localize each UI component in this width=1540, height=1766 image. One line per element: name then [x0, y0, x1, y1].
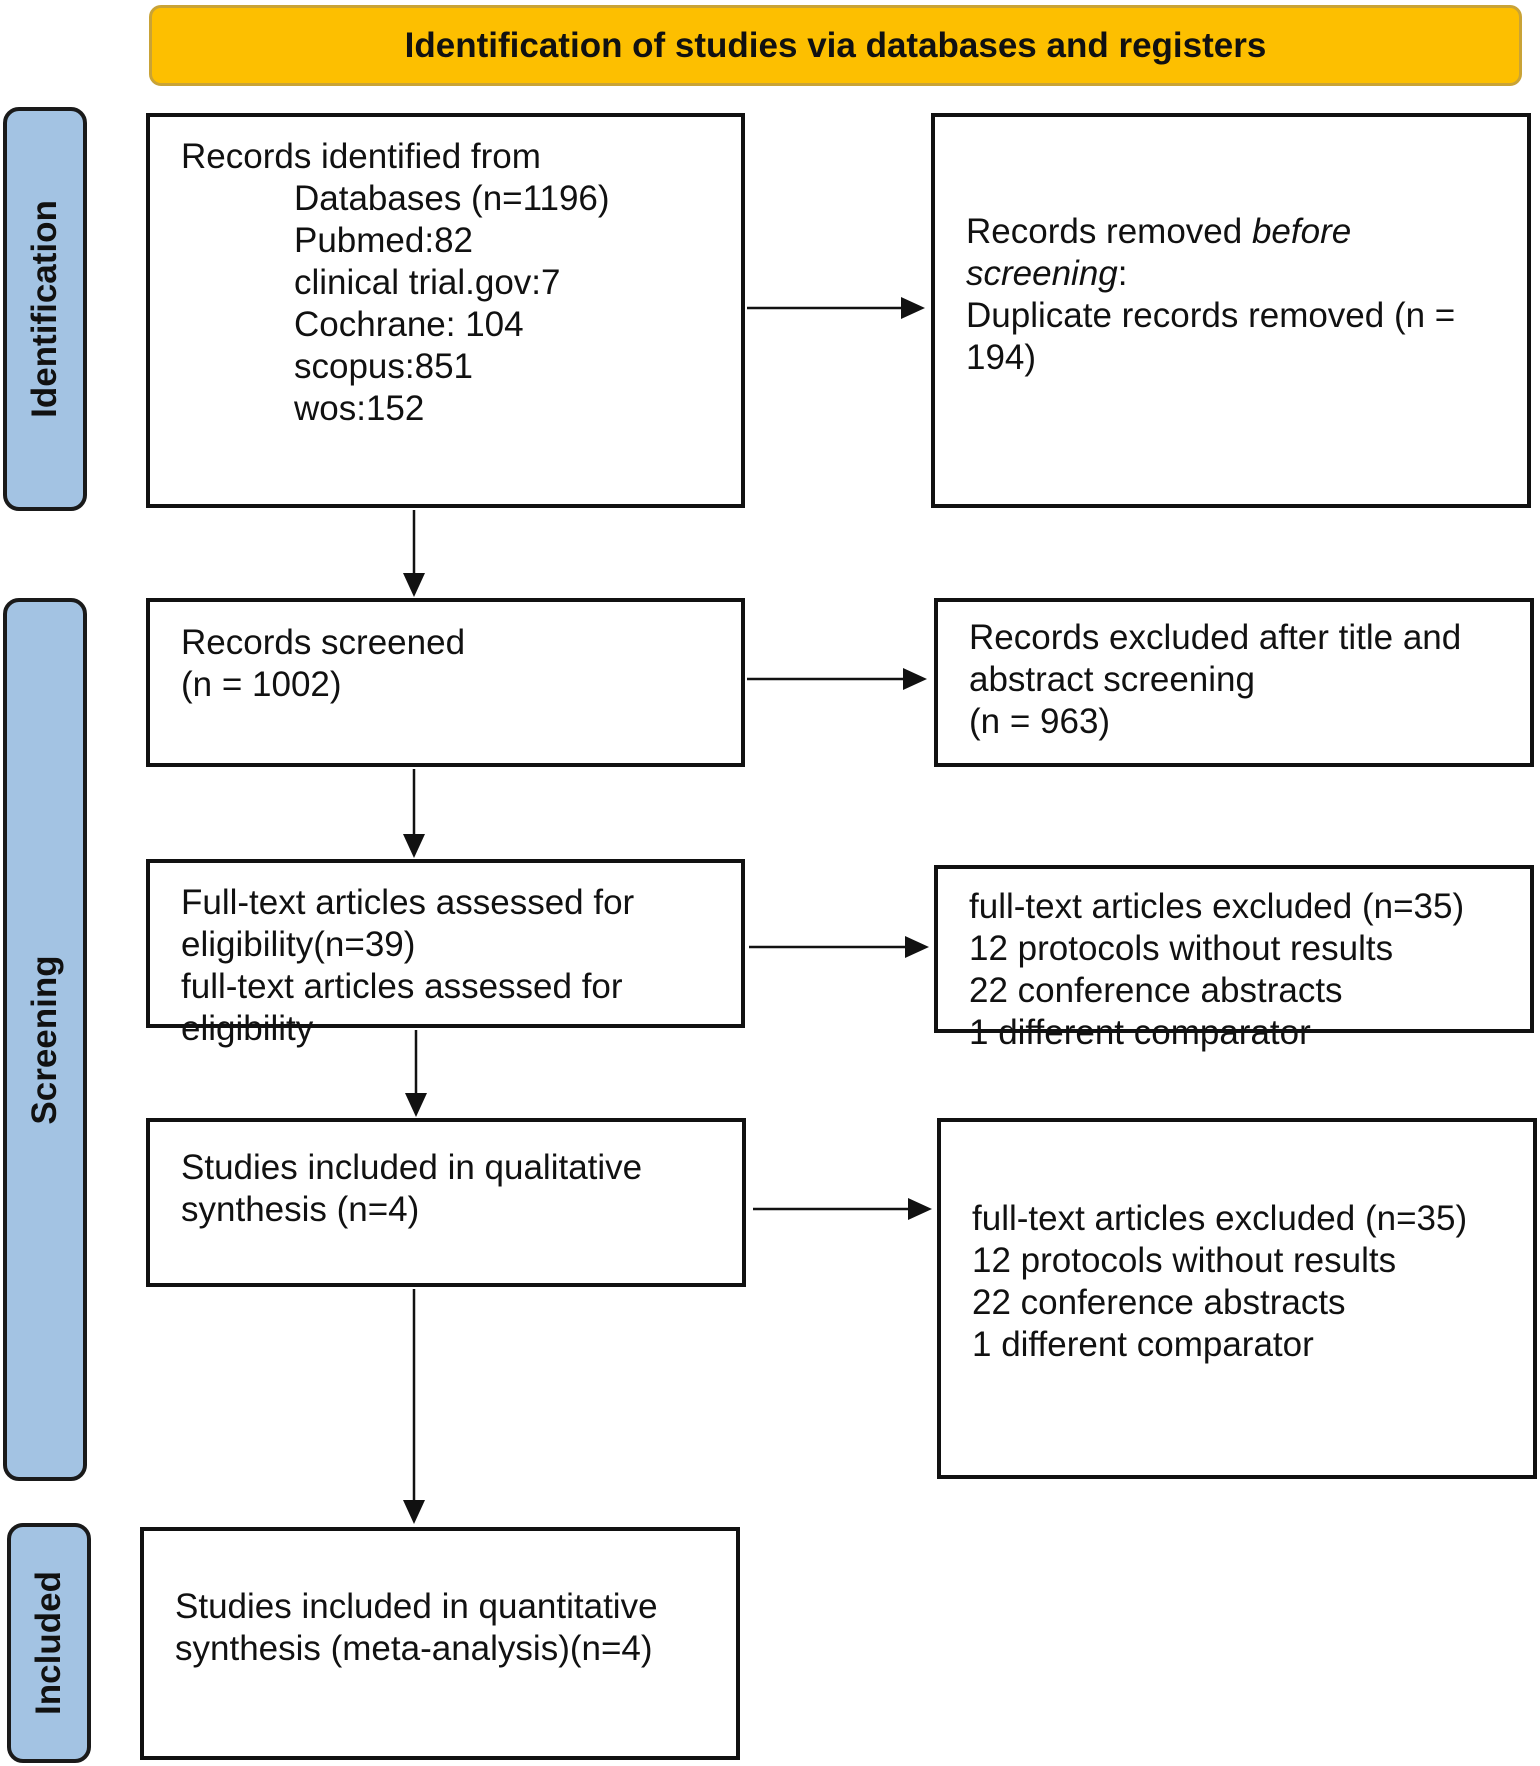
records-identified-heading: Records identified from [181, 137, 541, 176]
fulltext-excluded-1-line4: 1 different comparator [969, 1013, 1311, 1052]
records-removed-prefix: Records removed [966, 212, 1252, 251]
fulltext-excluded-2-line2: 12 protocols without results [972, 1241, 1397, 1280]
source-databases: Databases (n=1196) [294, 179, 610, 218]
quantitative-synthesis-line1: Studies included in quantitative [175, 1587, 658, 1626]
arrowhead-assessed-to-qualitative [405, 1093, 427, 1117]
records-excluded-count: (n = 963) [969, 702, 1111, 741]
header-title: Identification of studies via databases … [404, 25, 1267, 65]
stage-screening: Screening [3, 598, 87, 1481]
arrowhead-identified-to-removed [901, 297, 925, 319]
source-scopus: scopus:851 [294, 347, 474, 386]
fulltext-excluded-2-line4: 1 different comparator [972, 1325, 1314, 1364]
fulltext-excluded-1-line3: 22 conference abstracts [969, 971, 1343, 1010]
fulltext-excluded-box-2: full-text articles excluded (n=35) 12 pr… [937, 1118, 1537, 1479]
fulltext-excluded-2-line1: full-text articles excluded (n=35) [972, 1199, 1468, 1238]
records-screened-count: (n = 1002) [181, 665, 342, 704]
duplicates-removed-count: 194) [966, 338, 1037, 377]
records-removed-line2: screening: [966, 253, 1527, 295]
source-wos: wos:152 [294, 389, 425, 428]
arrowhead-qualitative-to-excluded [908, 1198, 932, 1220]
arrowhead-identified-to-screened [403, 573, 425, 597]
fulltext-excluded-box-1: full-text articles excluded (n=35) 12 pr… [934, 865, 1534, 1052]
arrowhead-screened-to-assessed [403, 834, 425, 858]
header-banner: Identification of studies via databases … [149, 5, 1522, 86]
records-excluded-line2: abstract screening [969, 660, 1255, 699]
records-removed-screening: screening [966, 254, 1118, 293]
arrowhead-qualitative-to-quantitative [403, 1500, 425, 1524]
source-cochrane: Cochrane: 104 [294, 305, 524, 344]
source-pubmed: Pubmed:82 [294, 221, 474, 260]
records-removed-before: before [1251, 212, 1352, 251]
fulltext-assessed-line3: full-text articles assessed for [181, 967, 623, 1006]
quantitative-synthesis-line2: synthesis (meta-analysis)(n=4) [175, 1629, 653, 1668]
records-removed-box: Records removed before screening: Duplic… [931, 113, 1531, 508]
qualitative-synthesis-line2: synthesis (n=4) [181, 1190, 420, 1229]
stage-identification: Identification [3, 107, 87, 511]
qualitative-synthesis-line1: Studies included in qualitative [181, 1148, 643, 1187]
fulltext-excluded-2-line3: 22 conference abstracts [972, 1283, 1346, 1322]
arrowhead-assessed-to-excluded [905, 936, 929, 958]
records-screened-label: Records screened [181, 623, 466, 662]
arrowhead-screened-to-excluded [903, 668, 927, 690]
fulltext-assessed-line4: eligibility [181, 1009, 314, 1048]
records-removed-colon: : [1117, 254, 1128, 293]
fulltext-assessed-line1: Full-text articles assessed for [181, 883, 635, 922]
fulltext-assessed-box: Full-text articles assessed for eligibil… [146, 859, 745, 1048]
fulltext-excluded-1-line2: 12 protocols without results [969, 929, 1394, 968]
records-excluded-box: Records excluded after title and abstrac… [934, 598, 1534, 767]
records-identified-box: Records identified from Databases (n=119… [146, 113, 745, 508]
duplicates-removed-line: Duplicate records removed (n = [966, 296, 1456, 335]
fulltext-assessed-line2: eligibility(n=39) [181, 925, 416, 964]
quantitative-synthesis-box: Studies included in quantitative synthes… [140, 1527, 740, 1760]
fulltext-excluded-1-line1: full-text articles excluded (n=35) [969, 887, 1465, 926]
records-removed-line1: Records removed before [966, 211, 1527, 253]
qualitative-synthesis-box: Studies included in qualitative synthesi… [146, 1118, 746, 1287]
records-screened-box: Records screened (n = 1002) [146, 598, 745, 767]
stage-included: Included [7, 1523, 91, 1763]
records-excluded-line1: Records excluded after title and [969, 618, 1462, 657]
source-clinicaltrials: clinical trial.gov:7 [294, 263, 561, 302]
